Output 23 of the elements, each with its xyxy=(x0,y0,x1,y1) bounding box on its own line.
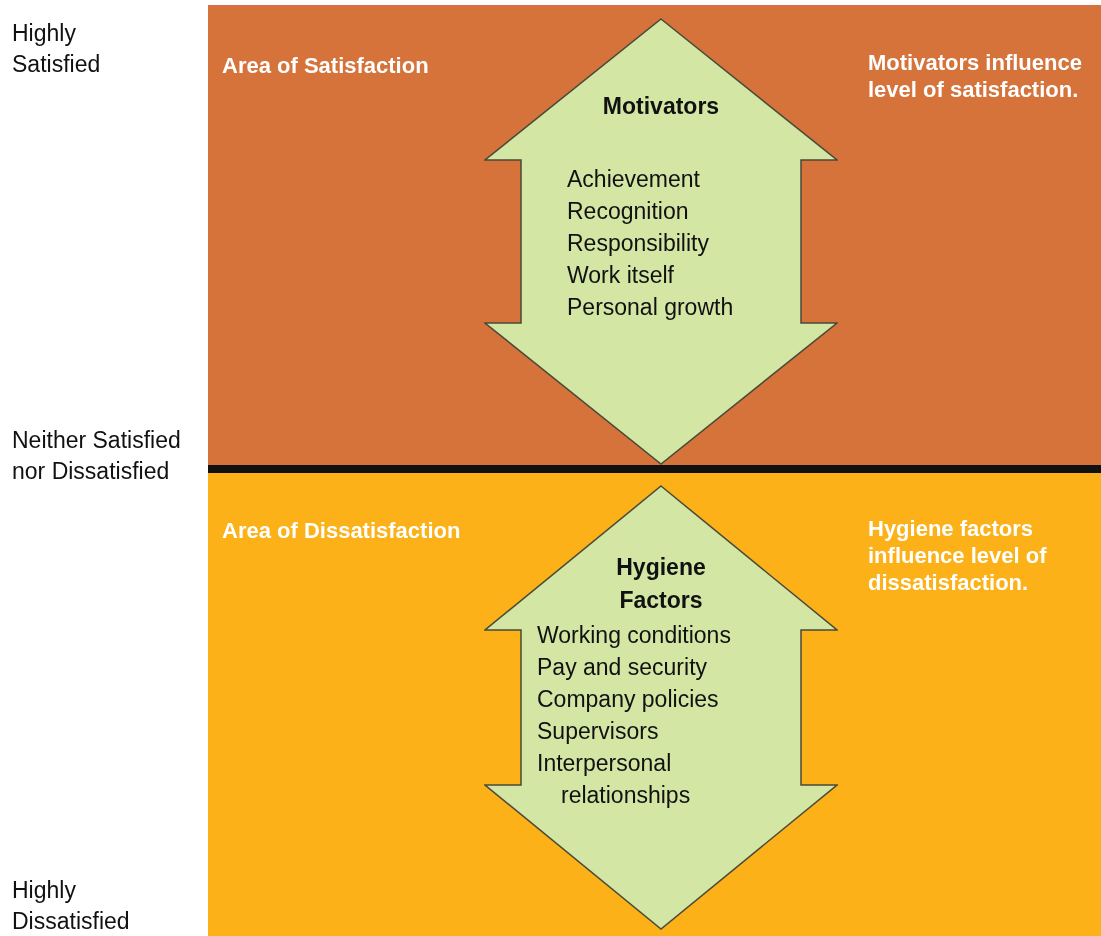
factor-item: Achievement xyxy=(567,165,701,194)
factor-item: Recognition xyxy=(567,197,690,226)
factor-item: Supervisors xyxy=(537,717,660,746)
arrow-heading: Motivators xyxy=(601,92,721,121)
factor-item: Responsibility xyxy=(567,229,710,258)
area-title: Area of Dissatisfaction xyxy=(222,517,461,544)
scale-label: Highly Dissatisfied xyxy=(12,876,131,936)
factor-item: Pay and security xyxy=(537,653,709,682)
factor-item: Work itself xyxy=(567,261,675,290)
double-arrow xyxy=(484,485,838,930)
factor-item: Interpersonal relationships xyxy=(537,749,692,810)
note-text: Motivators influence level of satisfaction. xyxy=(868,49,1083,103)
factor-item: Personal growth xyxy=(567,293,735,322)
area-title: Area of Satisfaction xyxy=(222,52,429,79)
factor-item: Working conditions xyxy=(537,621,732,650)
arrow-heading: Hygiene Factors xyxy=(615,553,707,615)
dissatisfaction-area xyxy=(208,473,1101,936)
factor-item: Company policies xyxy=(537,685,720,714)
scale-label: Neither Satisfied nor Dissatisfied xyxy=(12,426,182,486)
note-text: Hygiene factors influence level of dissatisfaction. xyxy=(868,515,1048,596)
double-arrow xyxy=(484,18,838,465)
satisfaction-area xyxy=(208,5,1101,465)
scale-label: Highly Satisfied xyxy=(12,19,102,79)
